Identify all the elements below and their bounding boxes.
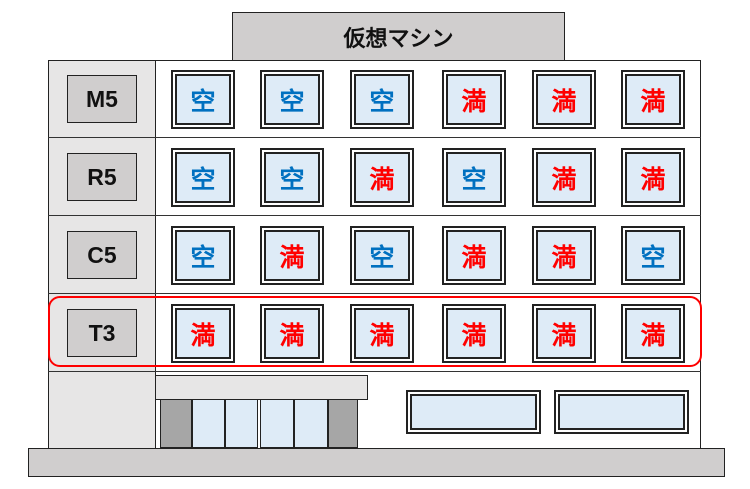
vm-slot-status: 満: [354, 308, 410, 359]
ground-window: [554, 390, 689, 434]
entrance-glass-door: [260, 399, 294, 448]
vm-slot-window: 満: [442, 70, 506, 129]
vm-slot-window: 空: [260, 148, 324, 207]
highlight-frame-t3: [48, 296, 702, 367]
vm-slot-status: 空: [446, 152, 502, 203]
vm-slot-status: 空: [625, 230, 681, 281]
vm-slot-status: 満: [354, 152, 410, 203]
floor-label: M5: [67, 75, 137, 123]
vm-slot-status: 空: [175, 152, 231, 203]
vm-slot-window: 空: [442, 148, 506, 207]
vm-slot-status: 空: [175, 74, 231, 125]
vm-slot-window: 満: [532, 304, 596, 363]
roof-title-box: 仮想マシン: [232, 12, 565, 61]
entrance-pillar: [328, 399, 358, 448]
vm-slot-status: 満: [536, 152, 592, 203]
vm-slot-status: 空: [354, 74, 410, 125]
entrance-glass-door: [225, 399, 258, 448]
vm-slot-status: 満: [625, 74, 681, 125]
building-base: [28, 448, 725, 477]
floor-t3: [48, 294, 701, 372]
entrance-glass-door: [294, 399, 328, 448]
vm-slot-status: 満: [536, 74, 592, 125]
vm-slot-window: 満: [532, 148, 596, 207]
vm-slot-status: 空: [175, 230, 231, 281]
vm-slot-status: 満: [446, 230, 502, 281]
entrance-canopy: [155, 375, 368, 400]
floor-label: T3: [67, 309, 137, 357]
vm-slot-status: 満: [536, 308, 592, 359]
vm-slot-window: 満: [532, 226, 596, 285]
vm-slot-status: 満: [264, 308, 320, 359]
vm-slot-window: 満: [171, 304, 235, 363]
vm-slot-window: 満: [621, 148, 685, 207]
vm-slot-window: 空: [171, 70, 235, 129]
vm-slot-window: 空: [621, 226, 685, 285]
vm-slot-window: 満: [350, 148, 414, 207]
vm-slot-window: 満: [350, 304, 414, 363]
title: 仮想マシン: [343, 27, 454, 52]
vm-slot-window: 満: [442, 226, 506, 285]
vm-slot-window: 空: [171, 226, 235, 285]
vm-slot-status: 空: [264, 74, 320, 125]
vm-slot-window: 空: [171, 148, 235, 207]
vm-slot-status: 満: [446, 74, 502, 125]
vm-slot-window: 満: [621, 70, 685, 129]
vm-slot-window: 満: [260, 304, 324, 363]
vm-slot-window: 空: [350, 226, 414, 285]
vm-slot-window: 満: [442, 304, 506, 363]
floor-label: C5: [67, 231, 137, 279]
floor-c5: [48, 216, 701, 294]
floor-label: R5: [67, 153, 137, 201]
vm-slot-window: 満: [532, 70, 596, 129]
vm-slot-status: 満: [625, 152, 681, 203]
floor-m5: [48, 60, 701, 138]
ground-window: [406, 390, 541, 434]
floor-r5: [48, 138, 701, 216]
vm-slot-status: 満: [446, 308, 502, 359]
entrance-glass-door: [192, 399, 225, 448]
vm-slot-window: 空: [260, 70, 324, 129]
vm-slot-status: 満: [264, 230, 320, 281]
vm-slot-window: 満: [621, 304, 685, 363]
vm-slot-window: 空: [350, 70, 414, 129]
vm-slot-status: 空: [354, 230, 410, 281]
entrance-pillar: [160, 399, 192, 448]
vm-slot-status: 空: [264, 152, 320, 203]
vm-slot-status: 満: [175, 308, 231, 359]
vm-slot-status: 満: [625, 308, 681, 359]
vm-slot-window: 満: [260, 226, 324, 285]
vm-slot-status: 満: [536, 230, 592, 281]
